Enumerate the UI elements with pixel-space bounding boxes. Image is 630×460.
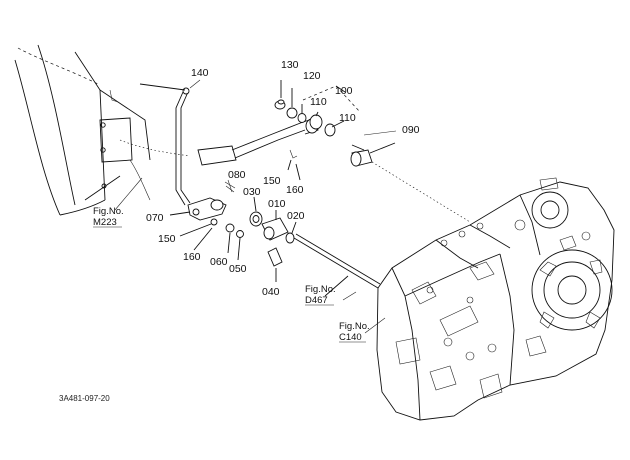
callout-120: 120 bbox=[303, 70, 321, 82]
callout-130: 130 bbox=[281, 59, 299, 71]
figure-ref-d467-code: D467 bbox=[305, 295, 328, 306]
drawing-code: 3A481-097-20 bbox=[59, 394, 110, 403]
side-panel-drawing bbox=[14, 44, 191, 216]
lever-boss-group bbox=[249, 196, 297, 282]
figure-ref-d467-label: Fig.No. bbox=[305, 284, 336, 295]
figure-ref-m223-label: Fig.No. bbox=[93, 206, 124, 217]
long-rod-part bbox=[293, 233, 381, 297]
figure-ref-d467: Fig.No. D467 bbox=[305, 284, 336, 306]
bracket-070-part bbox=[169, 179, 236, 221]
figure-ref-m223: Fig.No. M223 bbox=[93, 206, 124, 228]
callout-160-lower: 160 bbox=[183, 251, 201, 263]
shaft-090-part bbox=[350, 142, 471, 223]
callout-labels: 140 130 120 100 110 110 090 150 160 080 … bbox=[146, 59, 420, 298]
callout-070: 070 bbox=[146, 212, 164, 224]
callout-150-upper: 150 bbox=[263, 175, 281, 187]
figure-ref-c140: Fig.No. C140 bbox=[339, 321, 370, 343]
callout-110-a: 110 bbox=[310, 96, 327, 108]
figure-ref-c140-label: Fig.No. bbox=[339, 321, 370, 332]
callout-080: 080 bbox=[228, 169, 246, 181]
transmission-housing bbox=[376, 177, 615, 421]
callout-110-b: 110 bbox=[339, 112, 356, 124]
callout-100: 100 bbox=[335, 85, 353, 97]
callout-010: 010 bbox=[268, 198, 286, 210]
upper-hardware-group bbox=[274, 80, 361, 137]
callout-050: 050 bbox=[229, 263, 247, 275]
figure-ref-c140-code: C140 bbox=[339, 332, 362, 343]
pedal-arm-part bbox=[197, 117, 319, 166]
pedal-rod-part bbox=[139, 83, 191, 206]
callout-140: 140 bbox=[191, 67, 209, 79]
figure-ref-m223-code: M223 bbox=[93, 217, 117, 228]
callout-090: 090 bbox=[402, 124, 420, 136]
callout-150-lower: 150 bbox=[158, 233, 176, 245]
callout-060: 060 bbox=[210, 256, 228, 268]
callout-030: 030 bbox=[243, 186, 261, 198]
leader-lines bbox=[114, 79, 397, 334]
lower-hardware-group bbox=[179, 149, 301, 261]
callout-040: 040 bbox=[262, 286, 280, 298]
callout-020: 020 bbox=[287, 210, 305, 222]
callout-160-upper: 160 bbox=[286, 184, 304, 196]
